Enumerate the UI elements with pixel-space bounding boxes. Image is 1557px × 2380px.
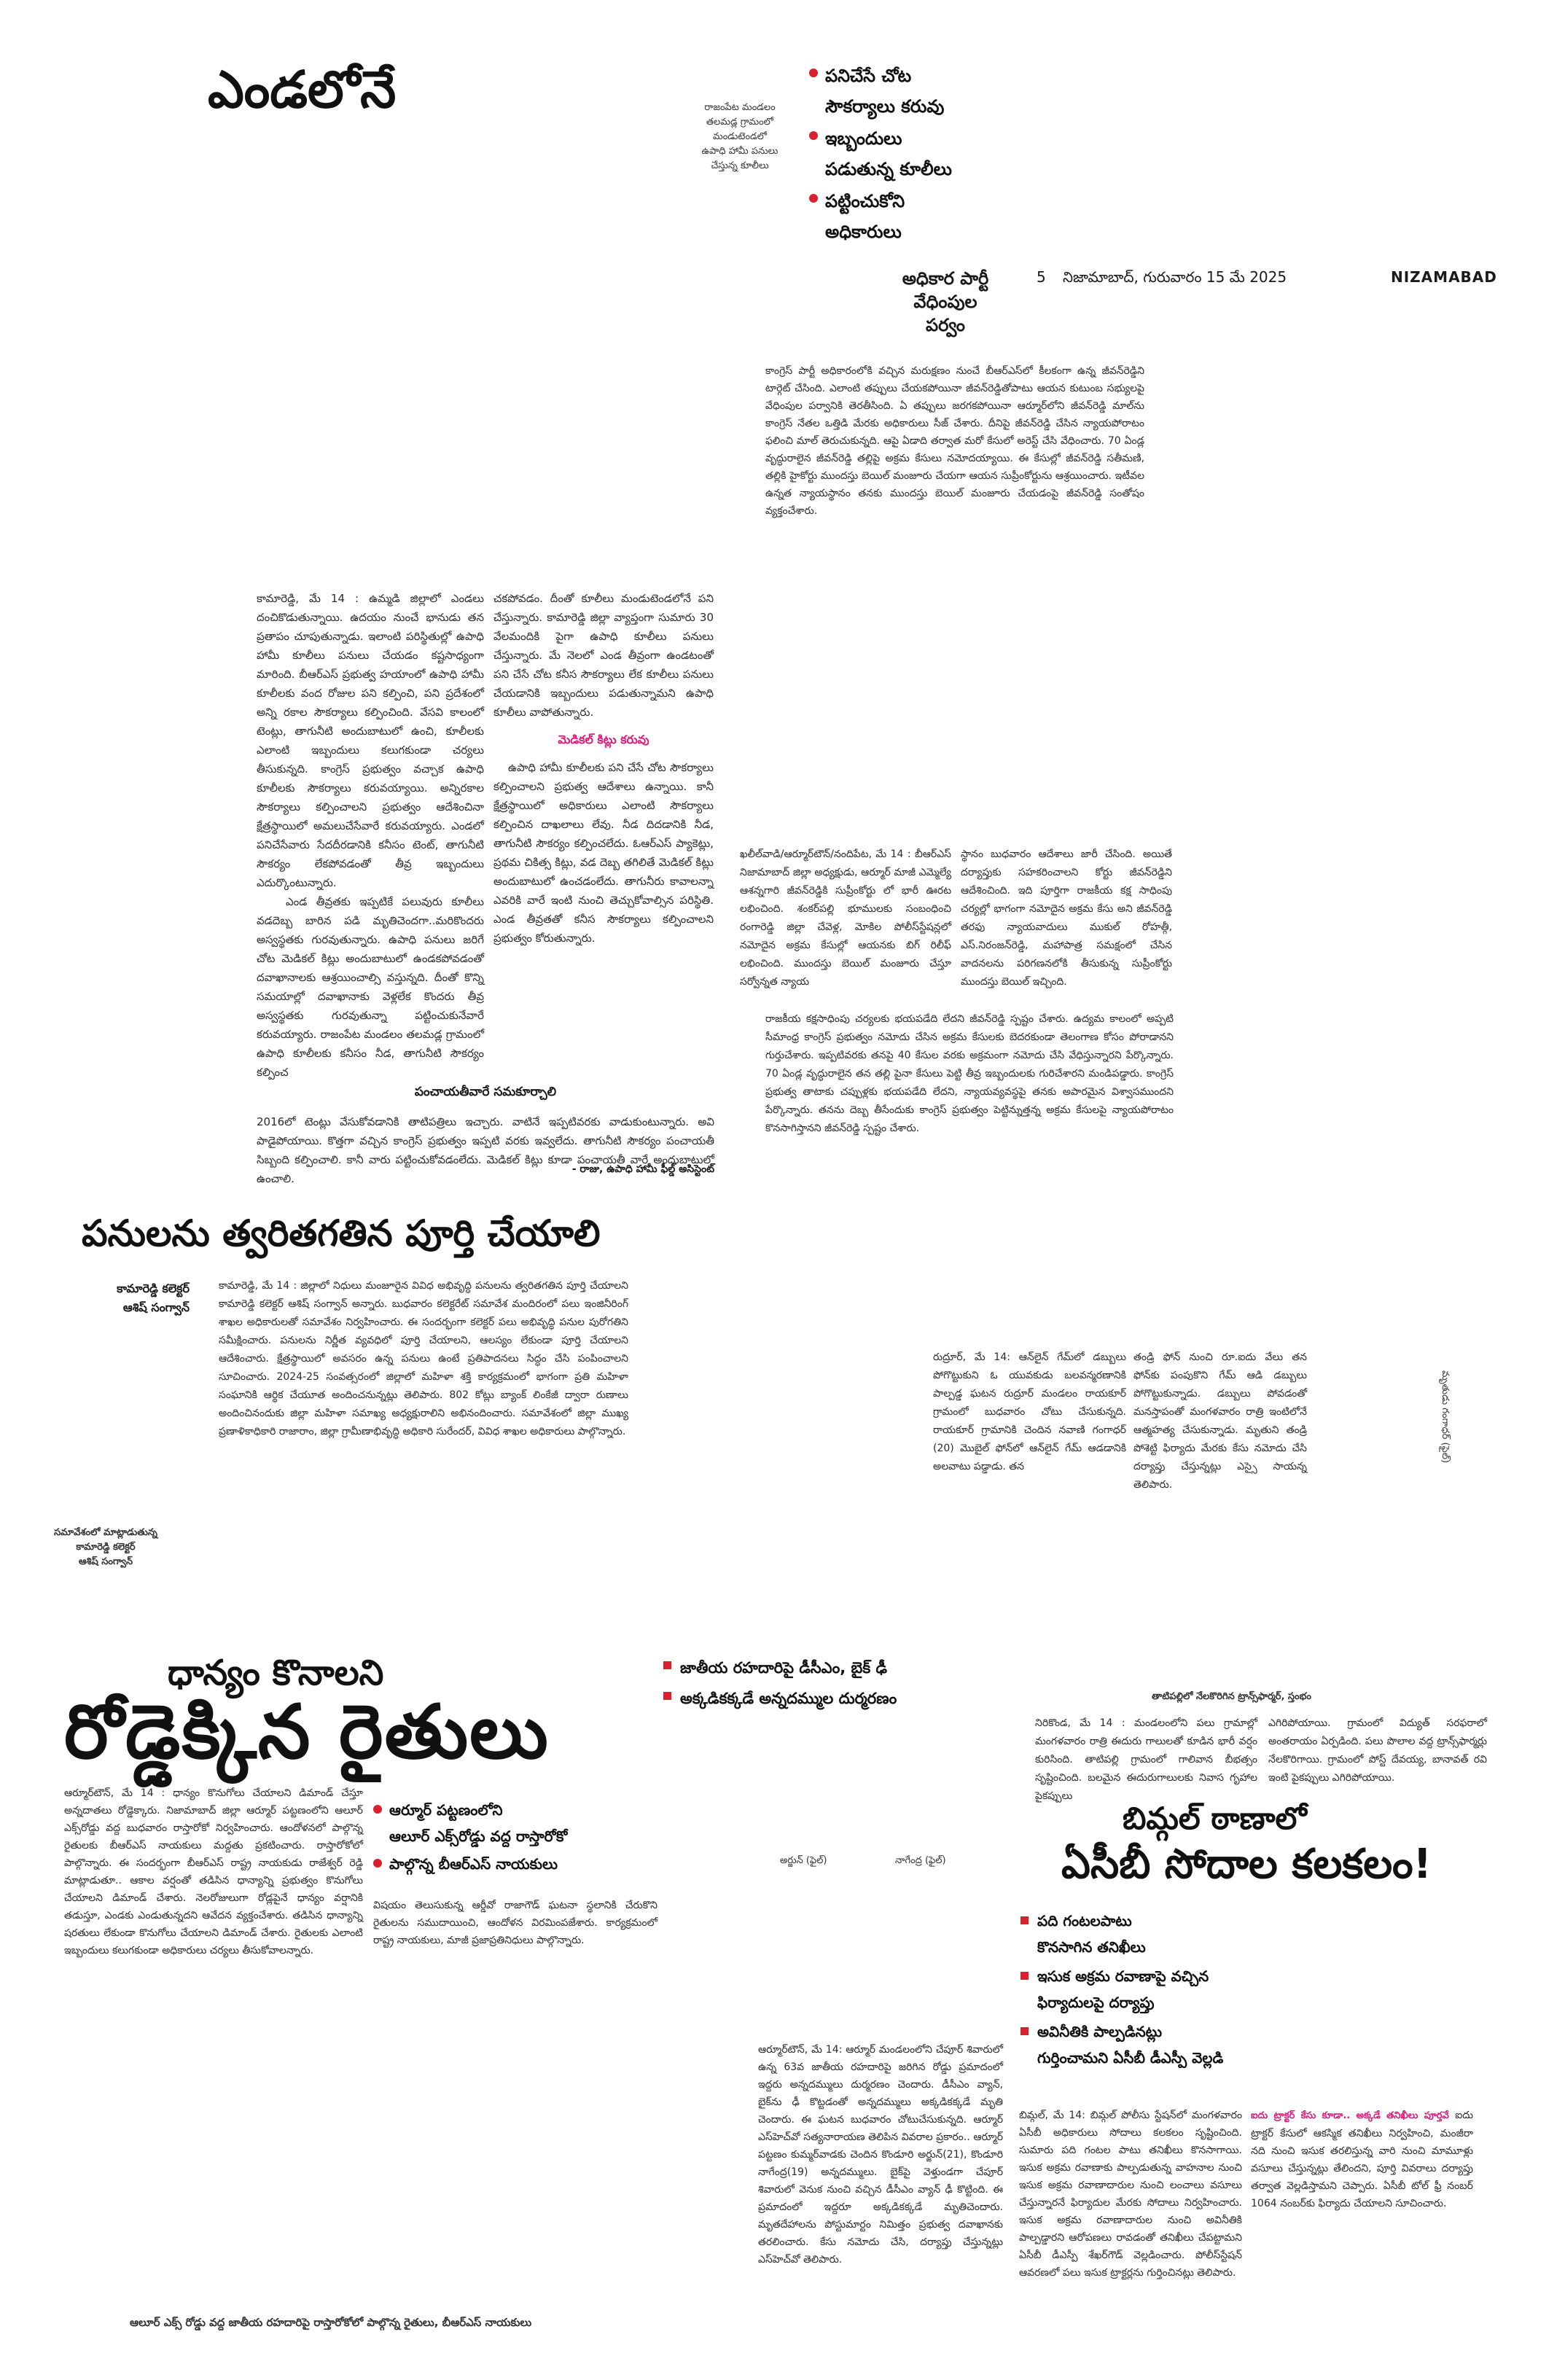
bullet-dot-icon xyxy=(809,69,818,77)
story4-photo-label: మృతుడు గంగాధర్ (ఫైల్) xyxy=(1440,1370,1451,1464)
story1-bullets: పనిచేసే చోట సౌకర్యాలు కరువు ఇబ్బందులు పడ… xyxy=(809,63,999,251)
bullet-item: పది గంటలపాటు xyxy=(1021,1910,1458,1932)
bullet-item: పట్టించుకోని xyxy=(809,188,999,214)
story2-col3: రాజకీయ కక్షసాధింపు చర్యలకు భయపడేది లేదని… xyxy=(765,1013,1174,1134)
edition-name: NIZAMABAD xyxy=(1391,268,1497,286)
story8-col1: బిమ్గల్, మే 14: బిమ్గల్ పోలీసు స్టేషన్‌ల… xyxy=(1019,2110,1242,2279)
bullet-item: ఇసుక అక్రమ రవాణాపై వచ్చిన xyxy=(1021,1965,1458,1987)
story5-photo-caption: ఆలూర్ ఎక్స్ రోడ్డు వద్ద జాతీయ రహదారిపై ర… xyxy=(130,2316,532,2329)
photo-caption-story1: రాజంపేట మండలం తలమడ్ల గ్రామంలో మండుటెండలో… xyxy=(701,102,778,171)
story1-col1: కామారెడ్డి, మే 14 : ఉమ్మడి జిల్లాలో ఎండల… xyxy=(257,592,484,1079)
bullet-item: అవినీతికి పాల్పడినట్లు xyxy=(1021,2021,1458,2042)
bullet-dot-icon xyxy=(373,1859,382,1868)
kicker-bheemgal: బిమ్గల్ ఠాణాలో xyxy=(1123,1800,1307,1836)
story3-speaker: కామారెడ్డి కలెక్టర్ ఆశిష్ సంగ్వాన్ xyxy=(117,1281,190,1314)
bullet-item: పనిచేసే చోట xyxy=(809,63,999,89)
page-number: 5 xyxy=(1037,268,1046,286)
story8-highlight: ఐదు ట్రాక్టర్ కేసు కూడా.. అక్కడే తనిఖీలు… xyxy=(1251,2110,1449,2121)
subhead-medical-kits: మెడికల్ కిట్లు కరువు xyxy=(558,733,649,746)
bullet-item: ఆర్మూర్ పట్టణంలోని xyxy=(373,1799,636,1821)
story8-bullets: పది గంటలపాటు కొనసాగిన తనిఖీలు ఇసుక అక్రమ… xyxy=(1021,1910,1458,2076)
bullet-square-icon xyxy=(663,1661,671,1669)
bullet-dot-icon xyxy=(373,1805,382,1814)
story2-col2: స్థానం బుధవారం ఆదేశాలు జారీ చేసింది. అయి… xyxy=(961,848,1172,988)
story3-text: కామారెడ్డి, మే 14 : జిల్లాలో నిధులు మంజూ… xyxy=(219,1280,628,1437)
photo-label-nagendra: నాగేంద్ర (ఫైల్) xyxy=(895,1855,946,1866)
bullet-square-icon xyxy=(1021,1916,1029,1924)
story7-col1: నిరికొండ, మే 14 : మండలంలోని పలు గ్రామాల్… xyxy=(1035,1717,1257,1802)
story6-text: ఆర్మూర్‌టౌన్, మే 14: ఆర్మూర్ మండలంలోని చ… xyxy=(758,2044,1003,2266)
story3-caption: సమావేశంలో మాట్లాడుతున్న కామారెడ్డి కలెక్… xyxy=(54,1527,157,1567)
headline-acb: ఏసీబీ సోదాల కలకలం! xyxy=(1061,1841,1432,1888)
story2-headline: అధికార పార్టీ వేధింపుల పర్వం xyxy=(902,268,989,335)
headline-endalone: ఎండలోనే xyxy=(208,60,397,120)
dateline: నిజామాబాద్, గురువారం 15 మే 2025 xyxy=(1063,268,1287,286)
story6-bullets: జాతీయ రహదారిపై డీసీఎం, బైక్ ఢీ అక్కడికక్… xyxy=(663,1655,1028,1716)
headline-farmers: రోడ్డెక్కిన రైతులు xyxy=(64,1689,550,1776)
story5-text: ఆర్మూర్‌టౌన్, మే 14 : ధాన్యం కొనుగోలు చే… xyxy=(64,1787,363,1956)
story4-col1: రుద్రూర్, మే 14: ఆన్‌లైన్ గేమ్‌లో డబ్బుల… xyxy=(933,1351,1126,1472)
bullet-item: జాతీయ రహదారిపై డీసీఎం, బైక్ ఢీ xyxy=(663,1655,1028,1681)
story5-text2: విషయం తెలుసుకున్న ఆర్డీవో రాజాగౌడ్ ఘటనా … xyxy=(373,1900,657,1946)
story2-intro: కాంగ్రెస్ పార్టీ అధికారంలోకి వచ్చిన మరుక… xyxy=(765,365,1144,517)
bullet-dot-icon xyxy=(809,194,818,203)
bullet-item: ఇబ్బందులు xyxy=(809,125,999,152)
headline-collector: పనులను త్వరితగతిన పూర్తి చేయాలి xyxy=(82,1212,601,1255)
subhead-panchayat: పంచాయతీవారే సమకూర్చాలి xyxy=(414,1085,557,1099)
bullet-item: పాల్గొన్న బీఆర్ఎస్ నాయకులు xyxy=(373,1853,636,1875)
story7-photo-caption: తాటిపల్లిలో నేలకొరిగిన ట్రాన్స్‌ఫార్మర్,… xyxy=(1152,1691,1311,1702)
bullet-square-icon xyxy=(1021,2027,1029,2035)
photo-label-arjun: అర్జున్ (ఫైల్) xyxy=(780,1855,827,1866)
story4-col2: తండ్రి ఫోన్ నుంచి రూ.ఐదు వేలు తన ఫోన్‌కు… xyxy=(1133,1351,1307,1491)
story1-col2: చకపోవడం. దీంతో కూలీలు మండుటెండలోనే పని చ… xyxy=(493,592,714,945)
bullet-square-icon xyxy=(663,1692,671,1700)
story8-col2: ఐదు ట్రాక్టర్ కేసు కూడా.. అక్కడే తనిఖీలు… xyxy=(1251,2110,1473,2209)
kicker-grain: ధాన్యం కొనాలని xyxy=(168,1653,384,1693)
story5-bullets: ఆర్మూర్ పట్టణంలోని ఆలూర్ ఎక్స్‌రోడ్డు వద… xyxy=(373,1799,636,1879)
story1-byline: - రాజు, ఉపాధి హామీ ఫీల్డ్ అసిస్టెంట్ xyxy=(571,1163,714,1175)
bullet-item: అక్కడికక్కడే అన్నదమ్ముల దుర్మరణం xyxy=(663,1685,1028,1712)
bullet-dot-icon xyxy=(809,131,818,140)
story7-col2: ఎగిరిపోయాయి. గ్రామంలో విద్యుత్ సరఫరాలో అ… xyxy=(1268,1717,1487,1784)
story1-col3: 2016లో టెంట్లు వేసుకోవడానికి తాటిపత్రిలు… xyxy=(257,1115,714,1185)
bullet-square-icon xyxy=(1021,1972,1029,1980)
story2-col1: ఖలీల్‌వాడి/ఆర్మూర్‌టౌన్/నందిపేట, మే 14 :… xyxy=(740,848,951,988)
